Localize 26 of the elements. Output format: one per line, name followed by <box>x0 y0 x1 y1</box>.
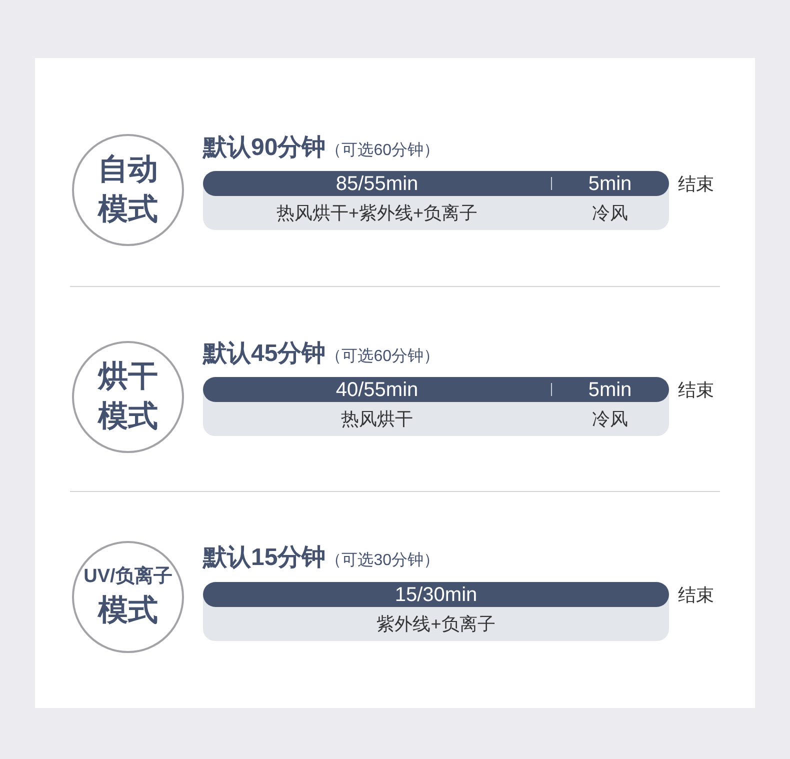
duration-label: 85/55min <box>336 172 418 196</box>
phase-label: 冷风 <box>592 408 628 431</box>
end-label: 结束 <box>678 584 714 606</box>
mode-label: UV/负离子 <box>84 564 172 589</box>
phase-label: 热风烘干+紫外线+负离子 <box>276 202 478 225</box>
timeline-panel <box>203 377 669 436</box>
duration-bar <box>203 377 669 402</box>
phase-label: 冷风 <box>592 202 628 225</box>
duration-bar <box>203 171 669 196</box>
heading-text: 默认90分钟（可选60分钟） <box>203 133 440 163</box>
duration-label: 5min <box>588 172 632 196</box>
mode-label: 自动模式 <box>97 152 159 228</box>
end-label: 结束 <box>678 172 714 196</box>
timeline-panel <box>203 171 669 230</box>
timeline-panel <box>203 582 669 641</box>
end-label: 结束 <box>678 378 714 402</box>
heading-text: 默认45分钟（可选60分钟） <box>203 339 440 369</box>
mode-label: 模式 <box>98 593 158 629</box>
duration-label: 5min <box>588 378 632 402</box>
mode-label: 烘干模式 <box>97 359 159 435</box>
phase-label: 热风烘干 <box>341 408 413 431</box>
phase-label: 紫外线+负离子 <box>376 613 496 636</box>
duration-bar <box>203 582 669 607</box>
heading-text: 默认15分钟（可选30分钟） <box>203 543 440 573</box>
duration-label: 40/55min <box>336 378 418 402</box>
duration-label: 15/30min <box>394 582 478 606</box>
